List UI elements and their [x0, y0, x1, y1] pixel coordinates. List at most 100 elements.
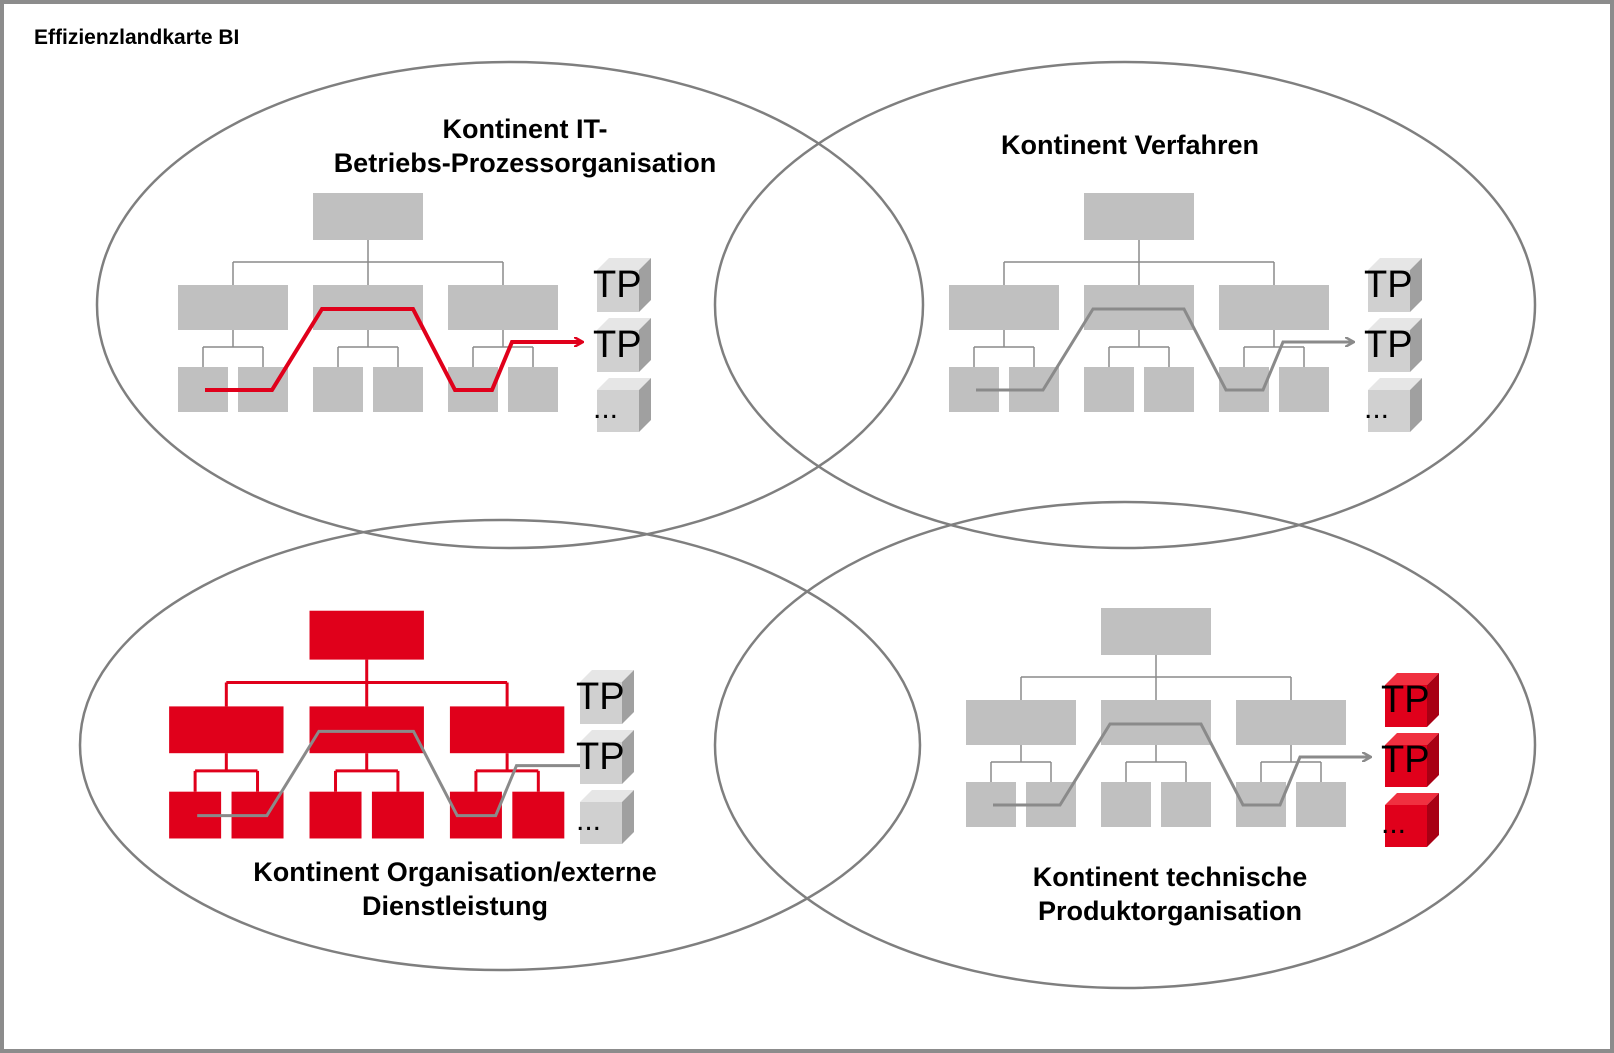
tp-cube [1368, 318, 1422, 372]
ellipse-technisch [713, 500, 1537, 990]
tp-cube-front [597, 390, 639, 432]
tp-cube-side [639, 318, 651, 372]
tp-cube [580, 790, 634, 844]
tp-cube-front [1385, 685, 1427, 727]
tp-cube [1368, 258, 1422, 312]
org-box-bottom [309, 791, 362, 839]
org-chart-organisation [169, 610, 589, 839]
tp-cube-top [597, 258, 651, 270]
org-chart-verfahren [949, 193, 1353, 412]
tp-label: TP [1364, 324, 1413, 366]
ellipse-it [95, 60, 925, 550]
tp-cube-front [1368, 390, 1410, 432]
tp-cube-side [639, 378, 651, 432]
org-box-mid [169, 706, 284, 754]
continent-ellipses [78, 60, 1537, 990]
org-box-mid [1236, 700, 1346, 745]
org-charts [169, 193, 1439, 847]
org-box-bottom [1144, 367, 1194, 412]
tp-cube-side [1427, 673, 1439, 727]
tp-cube-front [1385, 745, 1427, 787]
tp-cube-top [1368, 258, 1422, 270]
org-box-bottom [512, 791, 565, 839]
tp-cube-top [1385, 733, 1439, 745]
org-box-bottom [371, 791, 424, 839]
ellipsis-label: ... [1381, 807, 1407, 840]
ellipse-verfahren [713, 60, 1537, 550]
tp-label: TP [593, 264, 642, 306]
org-box-bottom [373, 367, 423, 412]
tp-cube [1368, 378, 1422, 432]
ellipsis-label: ... [1364, 392, 1390, 425]
tp-cube-top [1385, 793, 1439, 805]
org-box-bottom [1084, 367, 1134, 412]
tp-cube [1385, 673, 1439, 727]
org-box-top [1084, 193, 1194, 240]
org-box-top [1101, 608, 1211, 655]
org-box-top [313, 193, 423, 240]
org-box-mid [449, 706, 565, 754]
label-continent-organisation: Kontinent Organisation/externe Dienstlei… [253, 857, 657, 921]
label-continent-technisch: Kontinent technische Produktorganisation [1032, 862, 1308, 926]
tp-cube-front [580, 682, 622, 724]
tp-cube [580, 670, 634, 724]
ellipse-organisation [78, 518, 922, 972]
tp-cube-front [597, 330, 639, 372]
org-box-top [309, 610, 424, 660]
page-title: Effizienzlandkarte BI [34, 26, 240, 49]
tp-cube-top [580, 670, 634, 682]
tp-cube [597, 318, 651, 372]
tp-cube-top [1368, 378, 1422, 390]
org-box-bottom [1161, 782, 1211, 827]
tp-cube-top [597, 318, 651, 330]
tp-cube-side [1410, 378, 1422, 432]
tp-cube-top [597, 378, 651, 390]
tp-cube-front [597, 270, 639, 312]
tp-label: TP [576, 736, 625, 778]
tp-cube-top [580, 730, 634, 742]
tp-cube [580, 730, 634, 784]
tp-cube-front [1368, 270, 1410, 312]
org-chart-it [178, 193, 582, 412]
tp-cube [597, 258, 651, 312]
org-box-mid [949, 285, 1059, 330]
tp-cube-side [1427, 733, 1439, 787]
org-box-bottom [1279, 367, 1329, 412]
ellipsis-label: ... [593, 392, 619, 425]
tp-cube-front [1385, 805, 1427, 847]
tp-cube-side [639, 258, 651, 312]
tp-cube-side [1427, 793, 1439, 847]
tp-cube-top [1385, 673, 1439, 685]
tp-cube-front [580, 802, 622, 844]
tp-cube-front [1368, 330, 1410, 372]
process-path [993, 722, 1370, 807]
tp-label: TP [1381, 739, 1430, 781]
org-box-mid [1219, 285, 1329, 330]
label-continent-verfahren: Kontinent Verfahren [1000, 130, 1260, 160]
org-box-bottom [313, 367, 363, 412]
tp-cube-side [622, 790, 634, 844]
process-path [197, 729, 589, 818]
process-path [976, 307, 1353, 392]
tp-label: TP [576, 676, 625, 718]
tp-cube-front [580, 742, 622, 784]
org-box-mid [309, 706, 424, 754]
process-path [205, 307, 582, 392]
tp-label: TP [1364, 264, 1413, 306]
org-box-mid [966, 700, 1076, 745]
org-box-bottom [1296, 782, 1346, 827]
label-continent-it: Kontinent IT- Betriebs-Prozessorganisati… [333, 114, 717, 178]
tp-cube-side [622, 670, 634, 724]
ellipsis-label: ... [576, 804, 602, 837]
tp-cube-side [1410, 318, 1422, 372]
org-box-bottom [508, 367, 558, 412]
tp-label: TP [593, 324, 642, 366]
tp-cube-side [622, 730, 634, 784]
tp-cube [597, 378, 651, 432]
org-chart-technisch [966, 608, 1370, 827]
org-box-mid [448, 285, 558, 330]
tp-cube [1385, 733, 1439, 787]
tp-cube-top [1368, 318, 1422, 330]
org-box-bottom [1101, 782, 1151, 827]
